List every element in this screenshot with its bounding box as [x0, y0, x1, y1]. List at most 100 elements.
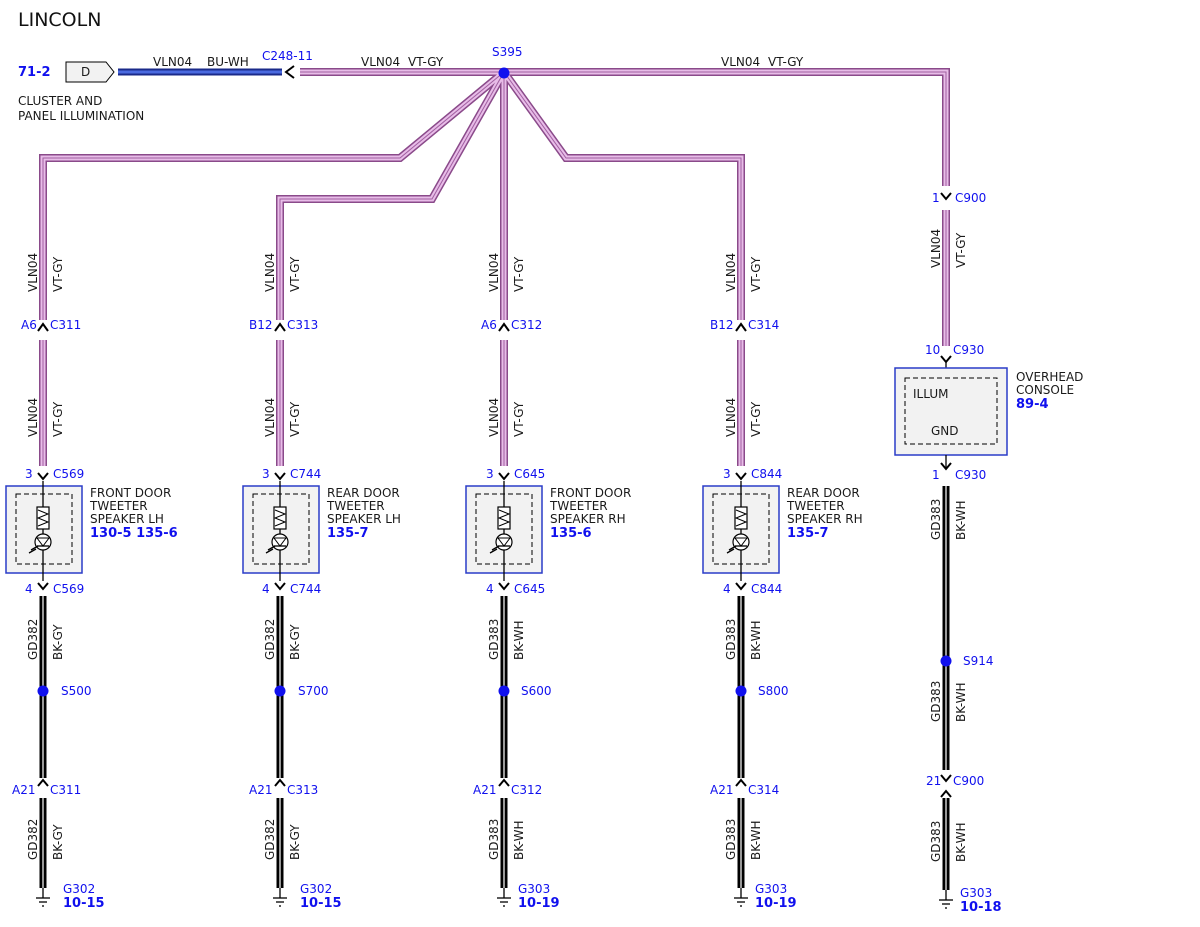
violet-harness — [39, 68, 950, 466]
ground-ref[interactable]: 10-19 — [518, 896, 560, 911]
ground-connector2: C312 — [511, 783, 542, 797]
device-name-line2: TWEETER — [326, 499, 385, 513]
device-pin-in: 3 — [486, 467, 494, 481]
connector-arrow-icon — [735, 322, 747, 332]
connector-arrow-icon — [498, 582, 510, 591]
splice-point[interactable] — [37, 685, 49, 697]
overhead-ground-color3: BK-WH — [954, 822, 968, 862]
branch-rear-door-rh: VLN04 VT-GY B12 C314 VLN04 VT-GY 3 C844 … — [702, 253, 863, 911]
device-connector: C744 — [290, 467, 321, 481]
ground-color: BK-GY — [288, 624, 302, 660]
device-ref[interactable]: 130-5 135-6 — [90, 526, 178, 541]
device-pin-out: 4 — [486, 582, 494, 596]
ground-ref[interactable]: 10-15 — [300, 896, 342, 911]
connector-arrow-icon — [37, 582, 49, 591]
device-connector-out: C645 — [514, 582, 545, 596]
ground-color: BK-WH — [749, 620, 763, 660]
connector-arrow-icon — [940, 789, 952, 798]
branch-overhead-console: 1 C900 VLN04 VT-GY 10 C930 ILLUM GND OVE… — [894, 191, 1083, 915]
feed-color: VT-GY — [408, 55, 444, 69]
overhead-ground-circuit2: GD383 — [929, 681, 943, 722]
source-ref[interactable]: 71-2 — [18, 65, 51, 80]
overhead-ground-ref[interactable]: 10-18 — [960, 900, 1002, 915]
connector-arrow-icon — [274, 472, 286, 481]
ground-icon — [734, 888, 748, 907]
device-name-line1: FRONT DOOR — [90, 486, 171, 500]
lower-color: VT-GY — [749, 401, 763, 437]
ground-connector2: C314 — [748, 783, 779, 797]
inline-pin: A6 — [481, 318, 497, 332]
device-ref[interactable]: 135-6 — [550, 526, 592, 541]
splice-s395[interactable] — [498, 67, 510, 79]
overhead-circuit: VLN04 — [929, 229, 943, 268]
inline-pin: B12 — [710, 318, 734, 332]
ground-circuit2: GD383 — [487, 819, 501, 860]
inline-pin: A6 — [21, 318, 37, 332]
device-connector-out: C744 — [290, 582, 321, 596]
upper-color: VT-GY — [288, 256, 302, 292]
ground-color: BK-GY — [51, 624, 65, 660]
speaker-icon — [265, 481, 289, 581]
splice-point[interactable] — [498, 685, 510, 697]
overhead-pin2: 21 — [926, 774, 941, 788]
device-connector: C844 — [751, 467, 782, 481]
ground-icon — [273, 888, 287, 907]
device-pin-out: 4 — [25, 582, 33, 596]
ground-circuit: GD383 — [724, 619, 738, 660]
device-pin-in: 3 — [25, 467, 33, 481]
inline-connector: C312 — [511, 318, 542, 332]
overhead-pin1: 1 — [932, 191, 940, 205]
device-ref[interactable]: 135-7 — [327, 526, 369, 541]
overhead-ground-color2: BK-WH — [954, 682, 968, 722]
branch-front-door-lh: VLN04 VT-GY A6 C311 VLN04 VT-GY 3 C569 F… — [5, 253, 178, 911]
overhead-console-box[interactable] — [894, 367, 1008, 456]
upper-color: VT-GY — [749, 256, 763, 292]
device-ref[interactable]: 135-7 — [787, 526, 829, 541]
upper-color: VT-GY — [512, 256, 526, 292]
ground-connector2: C311 — [50, 783, 81, 797]
speaker-icon — [28, 481, 52, 581]
ground-color: BK-WH — [512, 620, 526, 660]
device-name-line3: SPEAKER LH — [327, 512, 401, 526]
device-pin-in: 3 — [262, 467, 270, 481]
diagram-title: LINCOLN — [18, 9, 101, 31]
overhead-ground-label: G303 — [960, 886, 992, 900]
device-name-line2: TWEETER — [549, 499, 608, 513]
ground-color2: BK-GY — [288, 824, 302, 860]
ground-pin2: A21 — [710, 783, 733, 797]
ground-circuit2: GD382 — [26, 819, 40, 860]
source-color: BU-WH — [207, 55, 249, 69]
splice-point[interactable] — [274, 685, 286, 697]
overhead-name-line2: CONSOLE — [1016, 383, 1074, 397]
illum-pin-label: ILLUM — [913, 387, 948, 401]
splice-point[interactable] — [735, 685, 747, 697]
speaker-icon — [489, 481, 513, 581]
overhead-splice-label: S914 — [963, 654, 994, 668]
ground-circuit2: GD383 — [724, 819, 738, 860]
splice-label: S800 — [758, 684, 789, 698]
ground-circuit: GD382 — [26, 619, 40, 660]
ground-color2: BK-WH — [749, 820, 763, 860]
ground-label: G303 — [518, 882, 550, 896]
feed-splice-label: S395 — [492, 45, 523, 59]
ground-ref[interactable]: 10-15 — [63, 896, 105, 911]
splice-s914[interactable] — [940, 655, 952, 667]
lower-color: VT-GY — [512, 401, 526, 437]
ground-pin2: A21 — [12, 783, 35, 797]
connector-arrow-icon — [498, 472, 510, 481]
ground-label: G302 — [63, 882, 95, 896]
connector-arrow-icon — [37, 778, 49, 787]
connector-arrow-icon — [735, 582, 747, 591]
component-outline — [252, 493, 310, 565]
source-connector-icon — [65, 61, 115, 83]
overhead-branch-circuit: VLN04 — [721, 55, 760, 69]
overhead-ref[interactable]: 89-4 — [1016, 397, 1049, 412]
device-name-line3: SPEAKER RH — [550, 512, 626, 526]
overhead-color: VT-GY — [954, 232, 968, 268]
overhead-connector-in: C930 — [953, 343, 984, 357]
overhead-connector-out: C930 — [955, 468, 986, 482]
lower-circuit: VLN04 — [263, 398, 277, 437]
source-name-line1: CLUSTER AND — [18, 94, 102, 108]
lower-color: VT-GY — [288, 401, 302, 437]
ground-ref[interactable]: 10-19 — [755, 896, 797, 911]
